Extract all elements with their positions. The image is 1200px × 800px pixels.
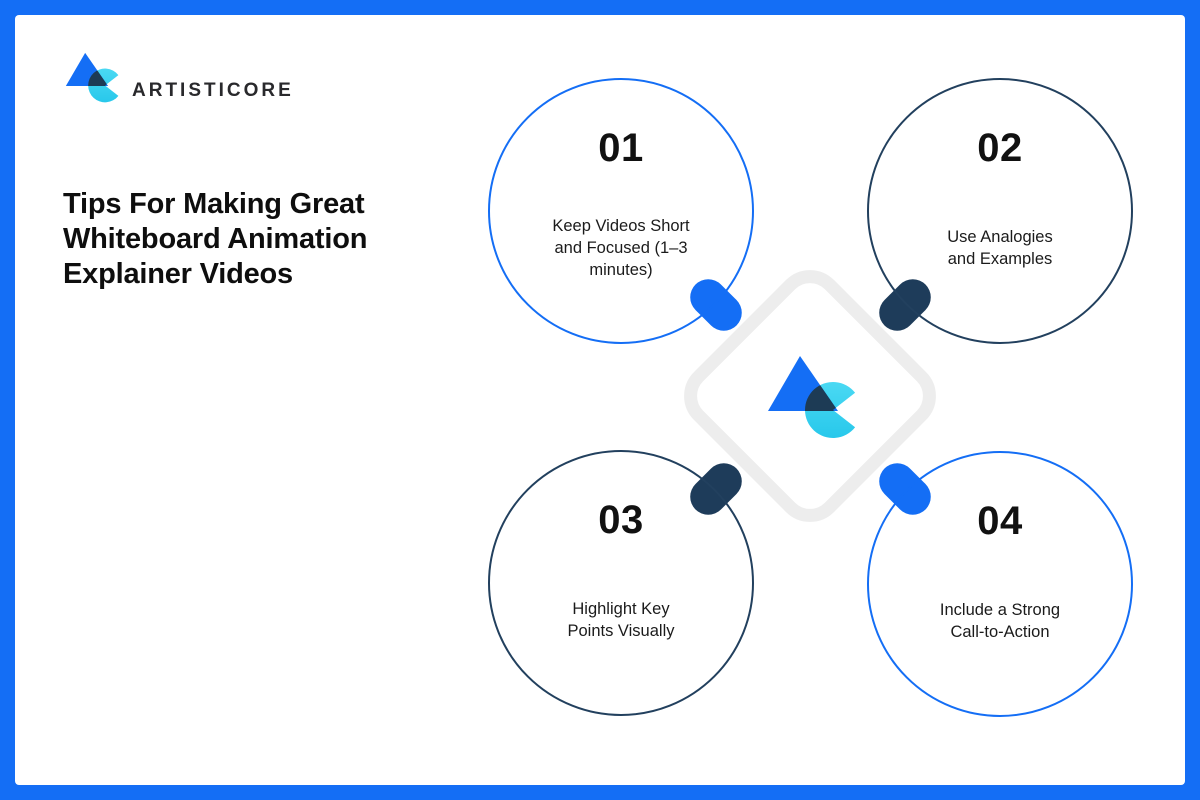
tip-number-2: 02 [977, 126, 1023, 170]
tip-number-4: 04 [977, 499, 1023, 543]
tip-text-3: Highlight Key Points Visually [567, 600, 675, 640]
tip-text-2: Use Analogies and Examples [947, 228, 1053, 268]
tip-text-1: Keep Videos Short and Focused (1–3 minut… [552, 217, 690, 279]
tip-circle-2: 02 Use Analogies and Examples [867, 78, 1133, 344]
infographic-canvas: ARTISTICORE Tips For Making Great Whiteb… [15, 15, 1185, 785]
tip-number-3: 03 [598, 498, 644, 542]
tip-text-4: Include a Strong Call-to-Action [939, 601, 1061, 641]
brand-logo-icon [65, 52, 119, 103]
tip-number-1: 01 [598, 126, 644, 170]
page-title: Tips For Making Great Whiteboard Animati… [63, 188, 368, 290]
tip-circle-4: 04 Include a Strong Call-to-Action [867, 451, 1133, 717]
tip-circle-3: 03 Highlight Key Points Visually [488, 450, 754, 716]
brand-name: ARTISTICORE [132, 80, 294, 101]
center-logo-icon [768, 356, 856, 438]
tip-circle-1: 01 Keep Videos Short and Focused (1–3 mi… [488, 78, 754, 344]
